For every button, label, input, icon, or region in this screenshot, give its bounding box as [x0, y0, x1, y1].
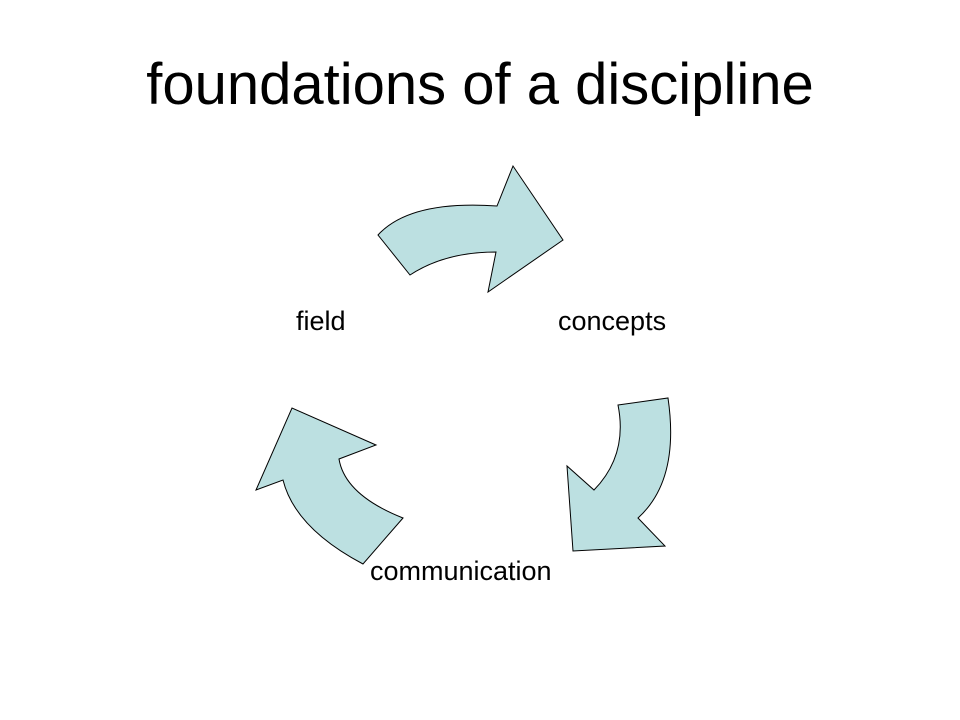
cycle-arrow-communication-to-field [255, 407, 404, 565]
node-label-concepts: concepts [558, 306, 667, 336]
node-label-field: field [296, 306, 346, 336]
cycle-arrow-field-to-concepts [377, 164, 564, 294]
slide-title: foundations of a discipline [146, 52, 814, 117]
node-label-communication: communication [370, 556, 552, 586]
cycle-arrow-concepts-to-communication [566, 397, 672, 552]
